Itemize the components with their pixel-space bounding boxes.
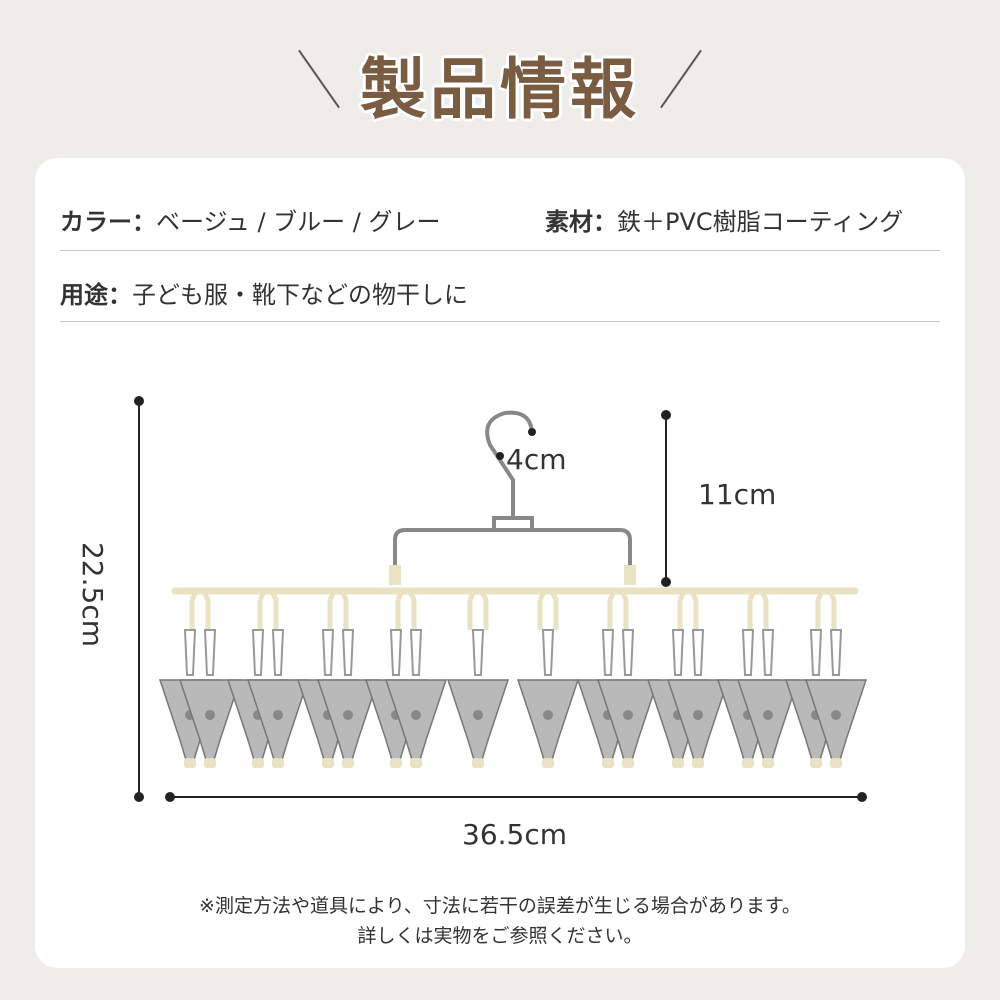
hanger-hook <box>393 410 632 580</box>
hook-dimension: 4cm <box>506 443 567 476</box>
color-value: ベージュ / ブルー / グレー <box>156 208 441 236</box>
clothes-clip <box>296 587 380 768</box>
clothes-clip <box>646 587 730 768</box>
product-info-card: カラー：ベージュ / ブルー / グレー 素材：鉄＋PVC樹脂コーティング 用途… <box>35 158 965 968</box>
spec-color-row: カラー：ベージュ / ブルー / グレー <box>60 202 940 237</box>
clothes-clip <box>516 587 580 768</box>
material-label: 素材： <box>545 208 617 236</box>
width-dimension: 36.5cm <box>462 818 568 851</box>
spec-material-row: 素材：鉄＋PVC樹脂コーティング <box>545 202 945 237</box>
clothes-clip <box>784 587 868 768</box>
clothes-clip <box>158 587 242 768</box>
use-label: 用途： <box>60 281 132 309</box>
spec-use-row: 用途：子ども服・靴下などの物干しに <box>60 275 940 310</box>
dimension-lines <box>134 396 867 802</box>
divider <box>60 250 940 251</box>
page-title: 製品情報 <box>360 51 640 128</box>
note-line-2: 詳しくは実物をご参照ください。 <box>357 925 643 947</box>
clothes-clip <box>364 587 448 768</box>
hook-height-dimension: 11cm <box>698 478 777 511</box>
use-value: 子ども服・靴下などの物干しに <box>132 281 468 309</box>
height-dimension: 22.5cm <box>76 541 110 648</box>
clothes-clip <box>226 587 310 768</box>
color-label: カラー： <box>60 208 156 236</box>
clothes-clip <box>716 587 800 768</box>
note-line-1: ※測定方法や道具により、寸法に若干の誤差が生じる場合があります。 <box>199 895 801 917</box>
clothes-clip <box>576 587 660 768</box>
measurement-note: ※測定方法や道具により、寸法に若干の誤差が生じる場合があります。 詳しくは実物を… <box>35 891 965 951</box>
material-value: 鉄＋PVC樹脂コーティング <box>617 208 904 236</box>
divider <box>60 321 940 322</box>
clothes-clip <box>446 587 510 768</box>
